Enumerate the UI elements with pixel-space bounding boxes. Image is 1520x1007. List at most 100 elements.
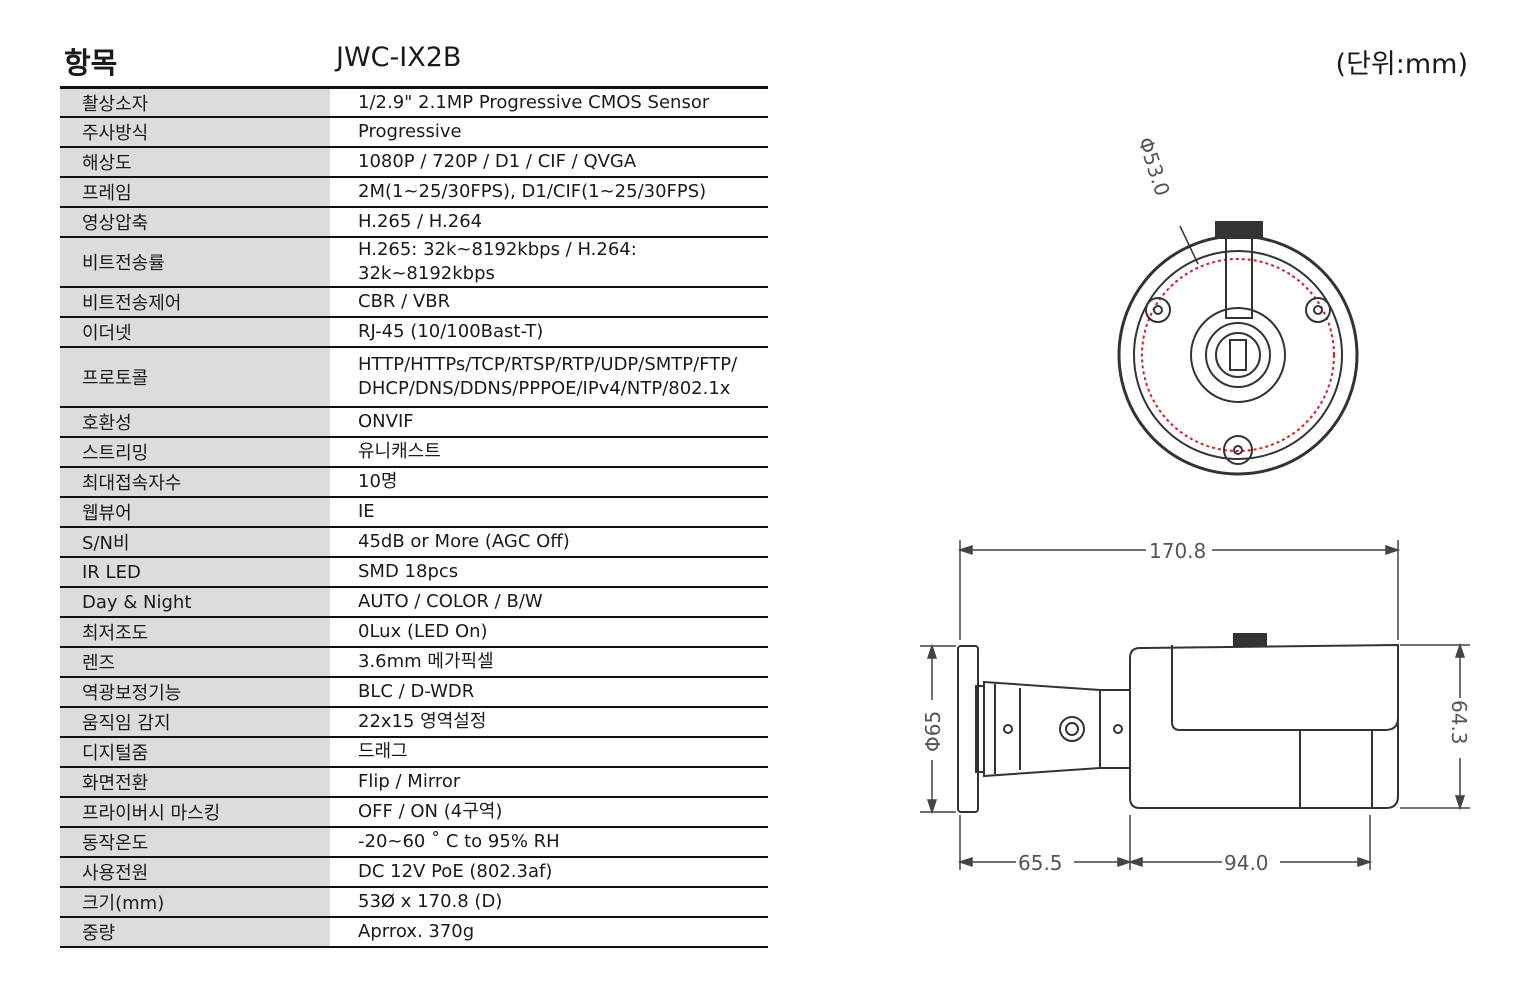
front-mount-outer bbox=[1190, 307, 1286, 403]
spec-value-cell: AUTO / COLOR / B/W bbox=[330, 587, 768, 618]
spec-value: ONVIF bbox=[358, 411, 414, 432]
header-unit-label: (단위:mm) bbox=[1335, 49, 1468, 80]
spec-label: 움직임 감지 bbox=[60, 707, 330, 738]
side-view bbox=[957, 633, 1399, 813]
spec-label: 해상도 bbox=[60, 147, 330, 178]
spec-value: 유니캐스트 bbox=[358, 441, 441, 462]
front-inner-ring bbox=[1133, 250, 1343, 460]
side-sunshield bbox=[1171, 645, 1399, 731]
dim-body-height-label: 64.3 bbox=[1447, 700, 1471, 745]
spec-label: IR LED bbox=[60, 557, 330, 588]
spec-value-cell: CBR / VBR bbox=[330, 287, 768, 318]
spec-value: -20~60 ˚ C to 95% RH bbox=[358, 831, 560, 852]
spec-value: OFF / ON (4구역) bbox=[358, 801, 503, 822]
spec-value-cell: H.265: 32k~8192kbps / H.264: 32k~8192kbp… bbox=[330, 237, 768, 288]
spec-value: DC 12V PoE (802.3af) bbox=[358, 861, 553, 882]
spec-row: Day & Night AUTO / COLOR / B/W bbox=[60, 587, 768, 618]
front-view bbox=[1117, 221, 1359, 476]
side-top-knob bbox=[1233, 633, 1267, 647]
front-mount-core bbox=[1215, 332, 1261, 378]
spec-value-cell: 3.6mm 메가픽셀 bbox=[330, 647, 768, 678]
spec-row: S/N비 45dB or More (AGC Off) bbox=[60, 527, 768, 558]
spec-value: H.265: 32k~8192kbps / H.264: 32k~8192kbp… bbox=[358, 239, 637, 284]
side-bracket-hole-2 bbox=[1113, 724, 1123, 734]
spec-value: IE bbox=[358, 501, 375, 522]
front-screw-bottom-hole bbox=[1233, 445, 1243, 455]
front-screw-left bbox=[1145, 297, 1171, 323]
spec-row: 최대접속자수 10명 bbox=[60, 467, 768, 498]
spec-label: 최대접속자수 bbox=[60, 467, 330, 498]
spec-label: 렌즈 bbox=[60, 647, 330, 678]
spec-value-cell: RJ-45 (10/100Bast-T) bbox=[330, 317, 768, 348]
spec-value-cell: Flip / Mirror bbox=[330, 767, 768, 798]
dim-length-arrows bbox=[957, 544, 1401, 556]
front-screw-left-hole bbox=[1153, 305, 1163, 315]
spec-value: Progressive bbox=[358, 121, 462, 142]
spec-value: AUTO / COLOR / B/W bbox=[358, 591, 543, 612]
spec-label: 호환성 bbox=[60, 407, 330, 438]
spec-value-cell: 2M(1~25/30FPS), D1/CIF(1~25/30FPS) bbox=[330, 177, 768, 208]
spec-value: 드래그 bbox=[358, 741, 408, 762]
spec-value: CBR / VBR bbox=[358, 291, 451, 312]
dim-mount-length-label-bg bbox=[1016, 850, 1074, 874]
dim-length-label-bg bbox=[1146, 538, 1212, 562]
front-screw-right bbox=[1305, 297, 1331, 323]
spec-label: 화면전환 bbox=[60, 767, 330, 798]
spec-label: Day & Night bbox=[60, 587, 330, 618]
spec-label: 크기(mm) bbox=[60, 887, 330, 918]
spec-row: 웹뷰어 IE bbox=[60, 497, 768, 528]
spec-label: 이더넷 bbox=[60, 317, 330, 348]
side-bracket-knob bbox=[1059, 716, 1085, 742]
dim-mount-diameter-label: Φ65 bbox=[921, 711, 945, 752]
front-screw-bottom bbox=[1223, 435, 1253, 465]
spec-value: 0Lux (LED On) bbox=[358, 621, 488, 642]
dim-mount-length-label: 65.5 bbox=[1018, 851, 1063, 875]
spec-label: 역광보정기능 bbox=[60, 677, 330, 708]
spec-value: 1/2.9" 2.1MP Progressive CMOS Sensor bbox=[358, 91, 710, 113]
spec-value-cell: Aprrox. 370g bbox=[330, 917, 768, 948]
spec-value-cell: 45dB or More (AGC Off) bbox=[330, 527, 768, 558]
spec-value-cell: HTTP/HTTPs/TCP/RTSP/RTP/UDP/SMTP/FTP/ DH… bbox=[330, 347, 768, 408]
dim-body-length-label-bg bbox=[1222, 850, 1280, 874]
spec-value: H.265 / H.264 bbox=[358, 211, 483, 232]
spec-value: HTTP/HTTPs/TCP/RTSP/RTP/UDP/SMTP/FTP/ DH… bbox=[358, 354, 738, 399]
front-dashed-circle bbox=[1141, 258, 1335, 452]
spec-row: 역광보정기능 BLC / D-WDR bbox=[60, 677, 768, 708]
spec-value-cell: SMD 18pcs bbox=[330, 557, 768, 588]
spec-label: 비트전송률 bbox=[60, 237, 330, 288]
spec-label: 웹뷰어 bbox=[60, 497, 330, 528]
spec-value: 45dB or More (AGC Off) bbox=[358, 531, 570, 552]
spec-label: 프레임 bbox=[60, 177, 330, 208]
spec-value: 10명 bbox=[358, 471, 398, 492]
side-dimensions bbox=[920, 540, 1470, 870]
spec-label: 디지털줌 bbox=[60, 737, 330, 768]
front-mount-inner bbox=[1205, 322, 1271, 388]
spec-value: Aprrox. 370g bbox=[358, 921, 475, 942]
spec-label: 프로토콜 bbox=[60, 347, 330, 408]
front-diameter-leader bbox=[1179, 225, 1199, 265]
spec-value-cell: OFF / ON (4구역) bbox=[330, 797, 768, 828]
spec-row: 비트전송률 H.265: 32k~8192kbps / H.264: 32k~81… bbox=[60, 237, 768, 288]
spec-label: S/N비 bbox=[60, 527, 330, 558]
side-bracket-knob-center bbox=[1065, 722, 1079, 736]
spec-row: 디지털줌 드래그 bbox=[60, 737, 768, 768]
dim-total-length-label: 170.8 bbox=[1149, 539, 1206, 563]
dim-body-label-bg bbox=[1448, 698, 1472, 758]
dim-mount-label-bg bbox=[920, 700, 944, 760]
spec-value-cell: H.265 / H.264 bbox=[330, 207, 768, 238]
dim-bottom-arrows bbox=[957, 856, 1373, 868]
header-model-name: JWC-IX2B bbox=[336, 42, 462, 73]
spec-value: BLC / D-WDR bbox=[358, 681, 475, 702]
